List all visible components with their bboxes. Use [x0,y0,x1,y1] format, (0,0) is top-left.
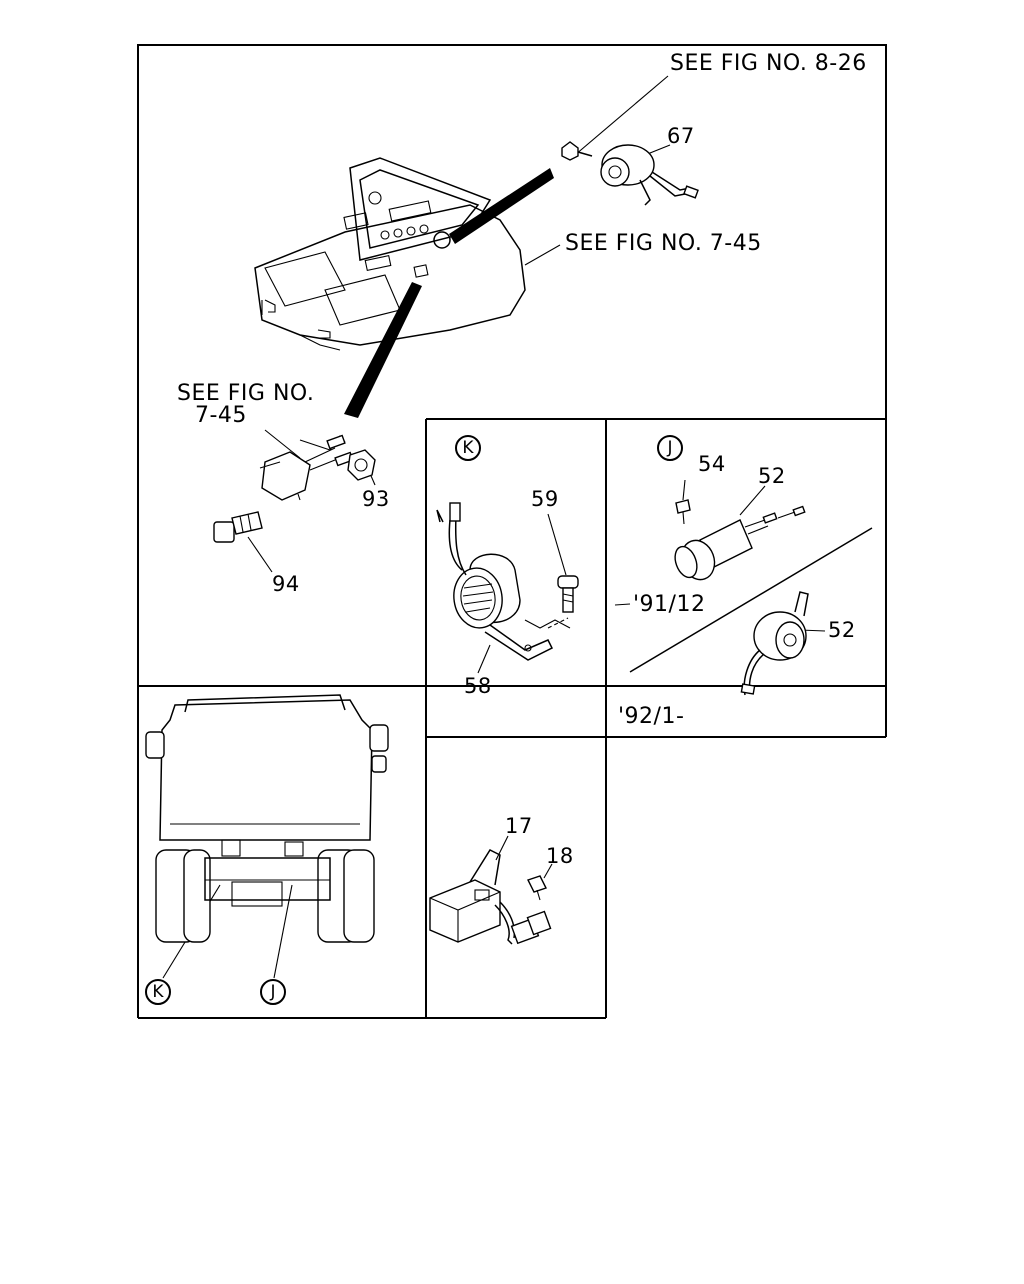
part-number-52-lower: 52 [828,618,856,642]
module-icon [429,849,501,943]
part-number-18: 18 [546,844,574,868]
revision-divider [629,527,873,673]
reference-fig-7-45-switch-line1: SEE FIG NO. [177,381,315,406]
part-number-17: 17 [505,814,533,838]
nut-icon [347,449,376,481]
part-number-67: 67 [667,124,695,148]
reference-fig-7-45-switch-line2: 7-45 [195,403,247,428]
console-icon [254,157,526,351]
screw-icon [527,875,547,901]
part-number-52-upper: 52 [758,464,786,488]
part-number-58: 58 [464,674,492,698]
screw-icon [557,575,579,613]
part-number-54: 54 [698,452,726,476]
connector-icon [494,901,552,945]
callout-j-vehicle: J [260,979,286,1005]
truck-rear-icon [145,694,389,943]
reference-fig-8-26: SEE FIG NO. 8-26 [670,51,867,76]
frame-boxes [137,44,887,1019]
part-number-59: 59 [531,487,559,511]
alarm-icon [674,499,806,581]
reverse-buzzer-icon [436,502,571,661]
date-dash [614,603,631,606]
callout-k-vehicle: K [145,979,171,1005]
reference-fig-7-45-console: SEE FIG NO. 7-45 [565,231,762,256]
part-number-94: 94 [272,572,300,596]
part-number-93: 93 [362,487,390,511]
pointer-wedge-upper [449,168,554,244]
callout-j-detail: J [657,435,683,461]
pointer-wedge-lower [344,282,422,418]
bolt-icon [213,511,263,543]
buzzer-icon [561,141,699,206]
date-range-from: '92/1- [618,704,685,729]
horn-icon [740,591,809,696]
switch-icon [259,429,354,501]
callout-k-detail: K [455,435,481,461]
date-range-upto: '91/12 [633,592,706,617]
